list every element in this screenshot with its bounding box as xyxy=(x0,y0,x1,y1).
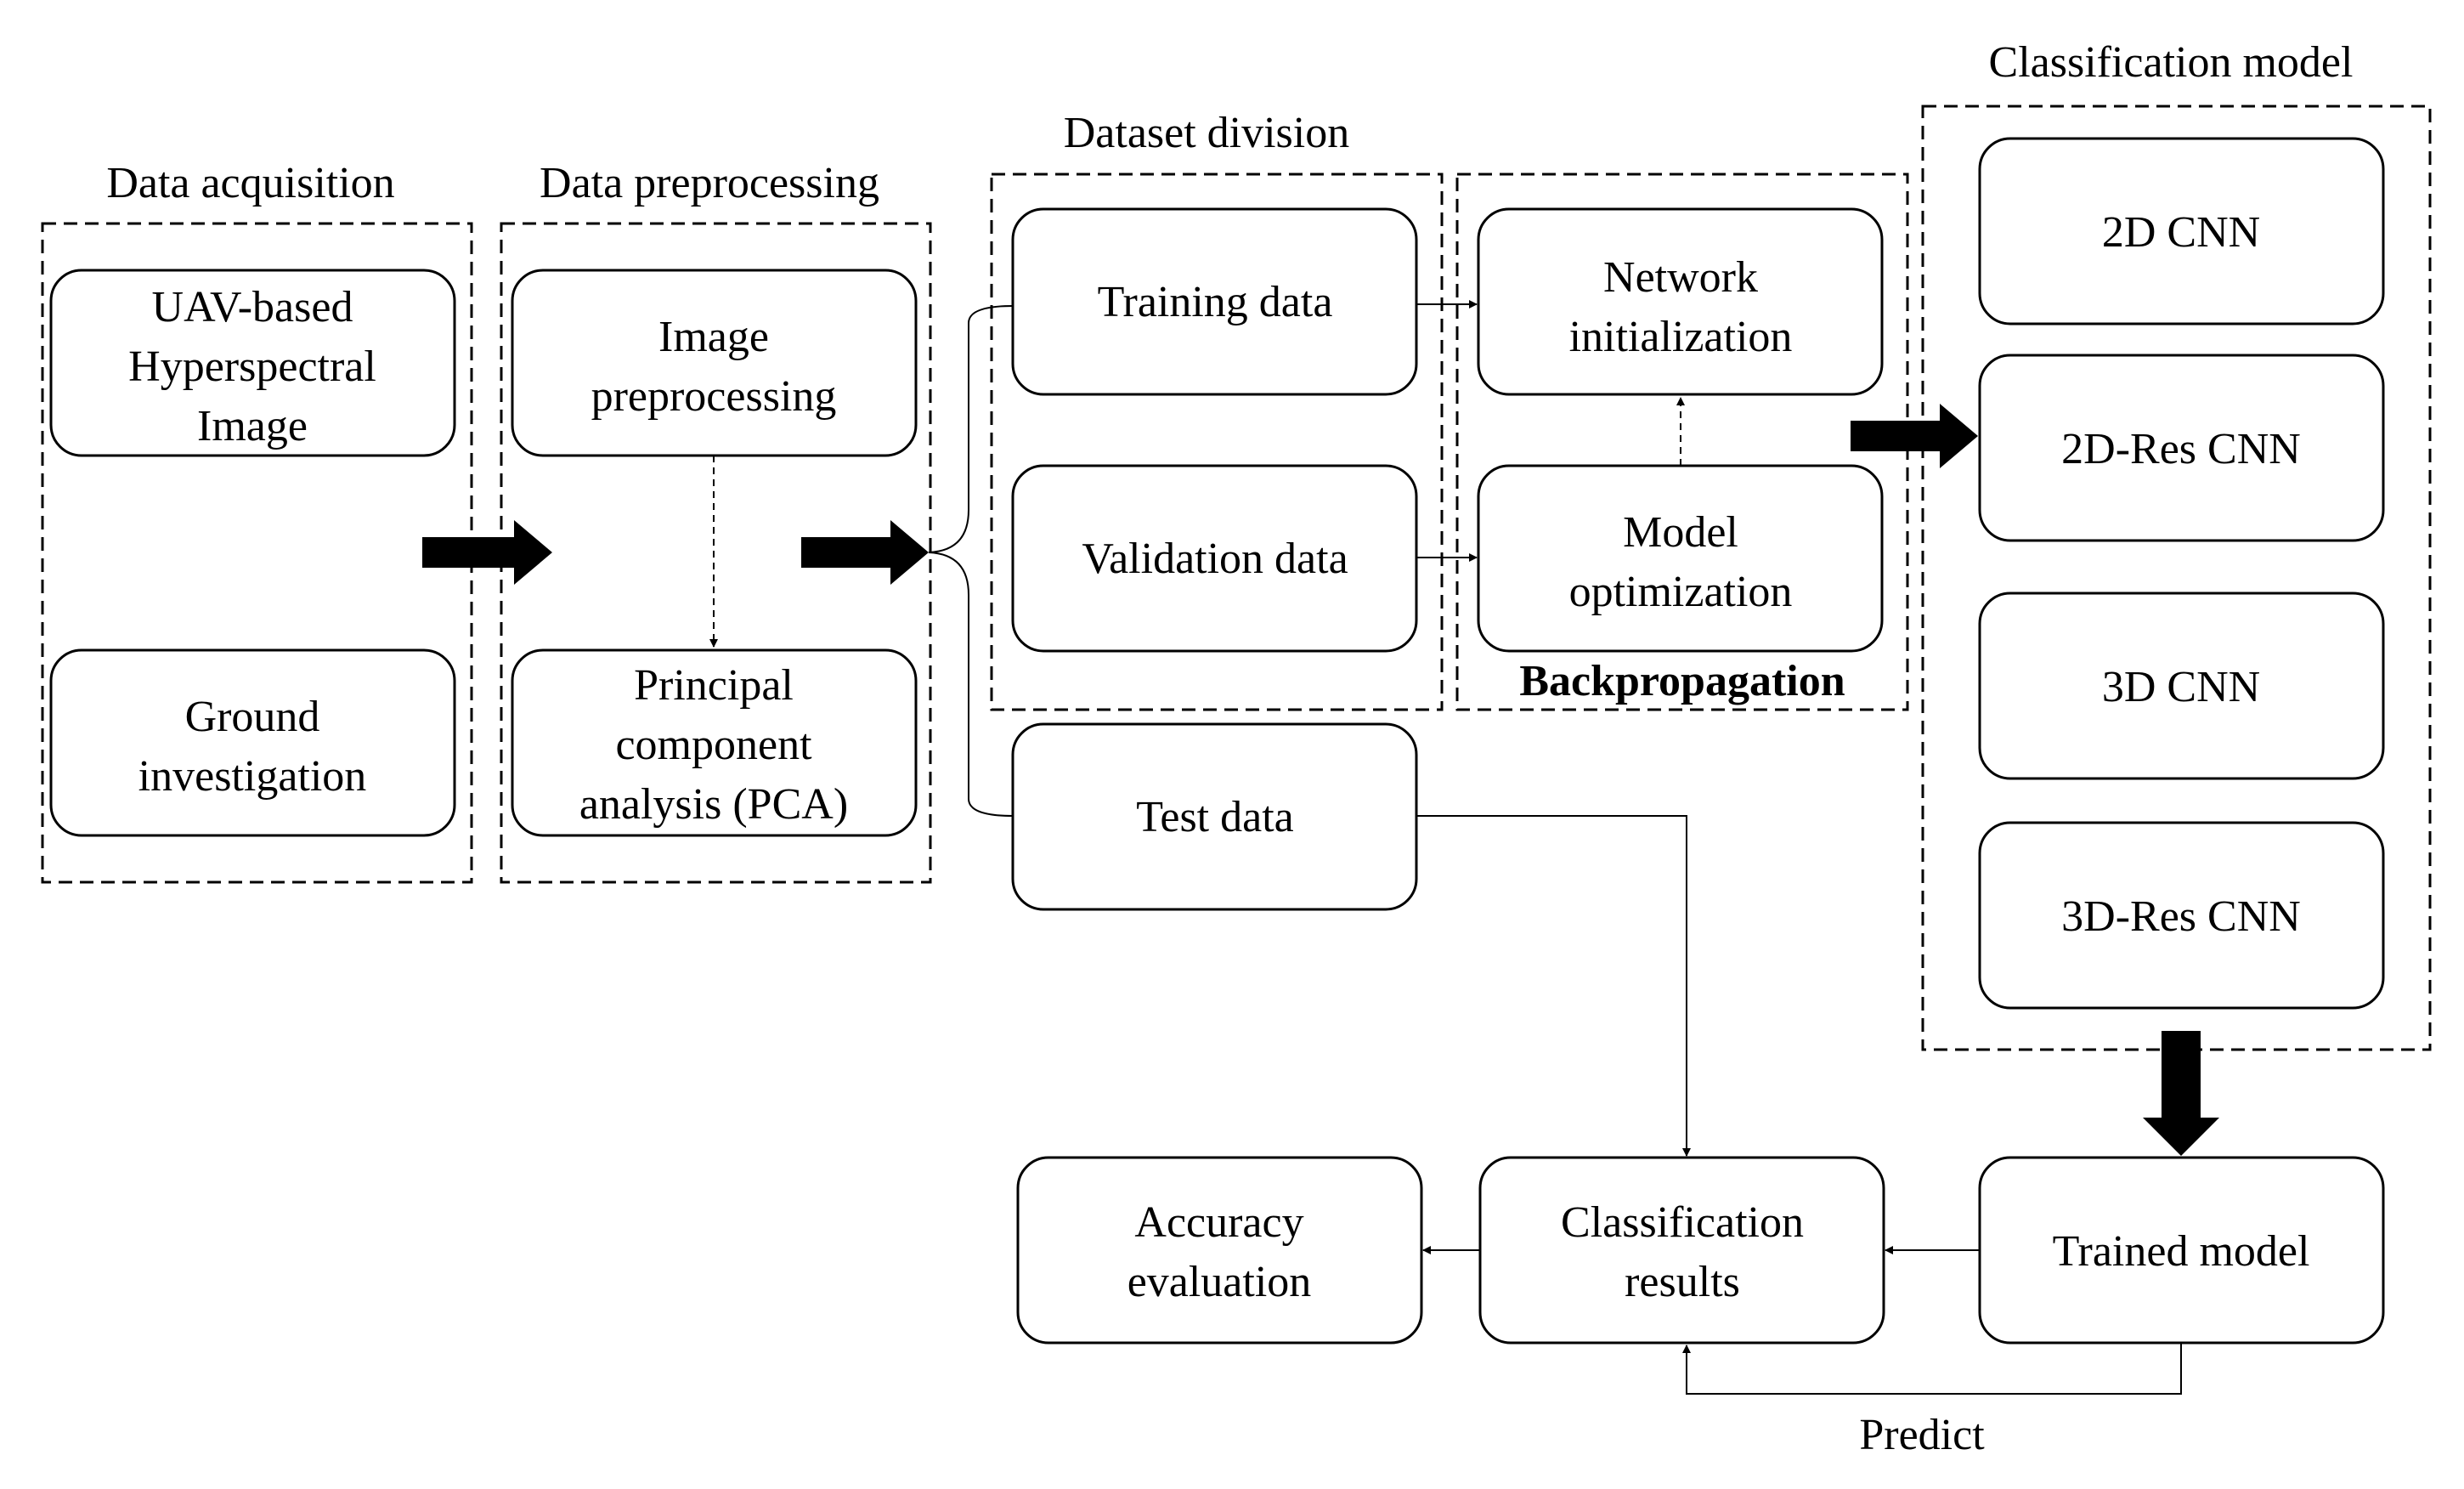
predict-feedback-arrow xyxy=(1682,1343,2182,1395)
accuracy-evaluation-line1: Accuracy xyxy=(1134,1198,1303,1247)
pca-label-line2: component xyxy=(615,721,812,769)
uav-label-line3: Image xyxy=(197,402,308,450)
classification-results-line2: results xyxy=(1625,1258,1740,1306)
block-arrow-down-to-trained-model xyxy=(2143,1031,2219,1156)
test-data-label: Test data xyxy=(1136,793,1294,841)
pca-box xyxy=(511,648,918,837)
backpropagation-label: Backpropagation xyxy=(1519,657,1845,705)
model-optimization-line1: Model xyxy=(1623,508,1738,557)
dataset-division-title: Dataset division xyxy=(1064,109,1350,157)
pca-label-line1: Principal xyxy=(634,661,794,710)
training-data-label: Training data xyxy=(1098,278,1333,326)
cnn-3d-label: 3D CNN xyxy=(2102,663,2260,711)
uav-label-line2: Hyperspectral xyxy=(128,343,376,391)
classification-results-line1: Classification xyxy=(1561,1198,1804,1247)
network-initialization-line2: initialization xyxy=(1569,313,1793,361)
data-acquisition-title: Data acquisition xyxy=(106,159,394,207)
res-cnn-2d-label: 2D-Res CNN xyxy=(2061,425,2301,473)
block-arrow-preprocessing-to-division xyxy=(801,520,929,585)
data-preprocessing-title: Data preprocessing xyxy=(540,159,879,207)
model-optimization-line2: optimization xyxy=(1569,568,1793,616)
image-preprocessing-box xyxy=(511,269,918,457)
block-arrow-to-classification-model xyxy=(1851,404,1978,468)
backpropagation-group xyxy=(1455,173,1909,711)
data-acquisition-group xyxy=(41,222,473,884)
ground-label-line2: investigation xyxy=(138,752,367,801)
res-cnn-2d-box xyxy=(1978,354,2385,542)
predict-label: Predict xyxy=(1859,1411,1985,1459)
classification-model-title: Classification model xyxy=(1989,38,2354,87)
data-preprocessing-group xyxy=(500,222,932,884)
training-data-box xyxy=(1011,207,1418,396)
trained-model-label: Trained model xyxy=(2053,1227,2310,1276)
dataset-division-group xyxy=(990,173,1444,711)
accuracy-evaluation-box xyxy=(1016,1156,1423,1345)
arrow-test-to-classification-results xyxy=(1416,815,1691,1157)
validation-data-label: Validation data xyxy=(1082,535,1348,583)
cnn-2d-box xyxy=(1978,137,2385,326)
res-cnn-3d-label: 3D-Res CNN xyxy=(2061,892,2301,941)
image-preprocessing-line2: preprocessing xyxy=(591,372,837,421)
classification-results-box xyxy=(1478,1156,1885,1345)
res-cnn-3d-box xyxy=(1978,821,2385,1010)
ground-label-line1: Ground xyxy=(185,693,320,741)
uav-label-line1: UAV-based xyxy=(152,283,353,331)
uav-hyperspectral-image-box xyxy=(49,269,456,457)
network-initialization-line1: Network xyxy=(1603,253,1758,302)
cnn-2d-label: 2D CNN xyxy=(2102,208,2260,257)
cnn-3d-box xyxy=(1978,592,2385,780)
split-curve-to-training xyxy=(928,305,1014,553)
image-preprocessing-line1: Image xyxy=(658,313,769,361)
network-initialization-box xyxy=(1477,207,1884,396)
pca-label-line3: analysis (PCA) xyxy=(579,780,848,829)
ground-investigation-box xyxy=(49,648,456,837)
accuracy-evaluation-line2: evaluation xyxy=(1127,1258,1312,1306)
block-arrow-acquisition-to-preprocessing xyxy=(422,520,552,585)
split-curve-to-test xyxy=(928,552,1014,817)
model-optimization-box xyxy=(1477,464,1884,653)
